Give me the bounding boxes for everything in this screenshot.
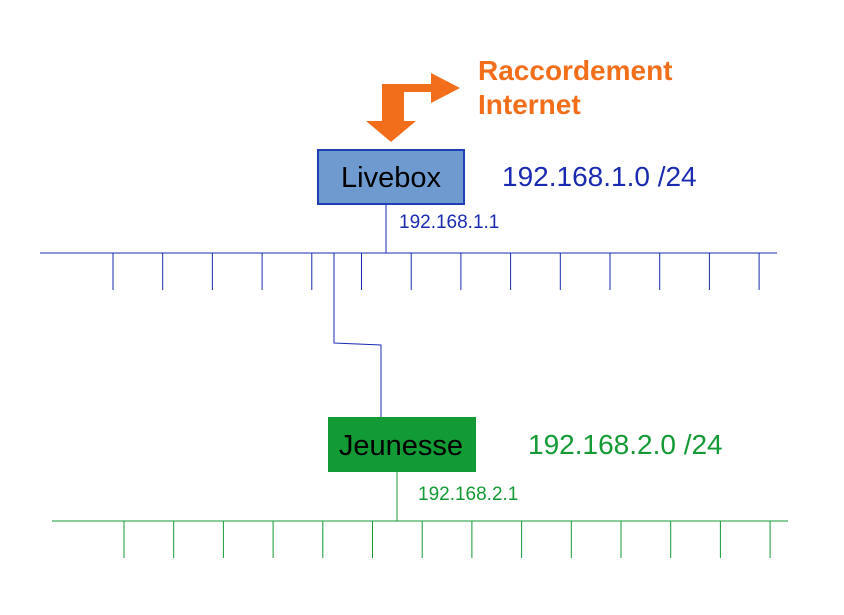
jeunesse-node — [328, 417, 476, 472]
lan-drops-green — [123, 521, 771, 558]
livebox-node — [317, 149, 465, 205]
livebox-label: Livebox — [341, 162, 441, 194]
jeunesse-label: Jeunesse — [339, 430, 463, 462]
internet-arrow-icon — [366, 73, 460, 142]
router-interconnect — [333, 253, 382, 417]
jeunesse-ip-label: 192.168.2.1 — [418, 484, 518, 505]
internet-label-line2: Internet — [478, 89, 581, 120]
livebox-ip-label: 192.168.1.1 — [399, 212, 499, 233]
internet-label-line1: Raccordement — [478, 55, 673, 86]
jeunesse-network-label: 192.168.2.0 /24 — [528, 429, 723, 460]
livebox-network-label: 192.168.1.0 /24 — [502, 161, 697, 192]
lan-drops-blue — [112, 253, 760, 290]
